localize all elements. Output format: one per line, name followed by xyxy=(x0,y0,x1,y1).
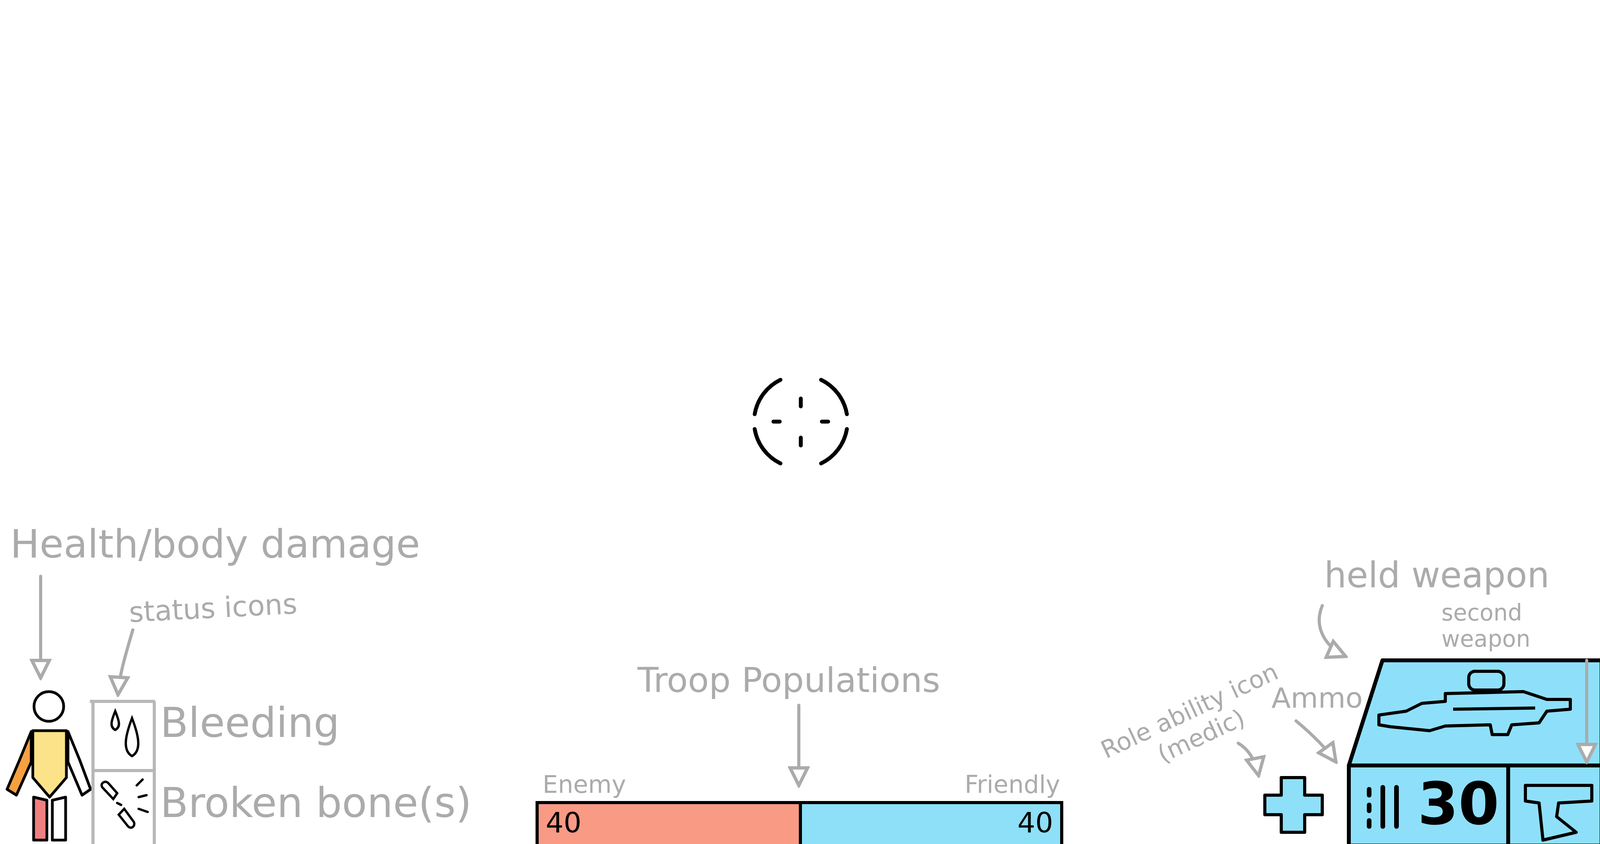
weapon-panel xyxy=(1348,660,1600,844)
population-count: 40 xyxy=(1017,807,1054,838)
status-icon-box xyxy=(89,701,156,844)
bleeding-icon xyxy=(111,710,139,756)
leader-arrows xyxy=(40,576,1587,786)
ammo-counter: 30 xyxy=(1350,767,1507,844)
medic-cross-icon xyxy=(1264,777,1323,833)
friendly-population-bar: Friendly40 xyxy=(798,800,1064,844)
body-damage-figure xyxy=(7,691,91,840)
ammo-count: 30 xyxy=(1417,774,1500,833)
annotation-label: held weapon xyxy=(1324,554,1550,596)
annotation-label: second weapon xyxy=(1441,599,1583,652)
annotation-label: status icons xyxy=(128,587,299,629)
enemy-population-bar: Enemy40 xyxy=(535,800,799,844)
rifle-icon xyxy=(1378,671,1571,735)
crosshair xyxy=(754,379,847,464)
annotation-label: Broken bone(s) xyxy=(160,779,472,827)
team-heading: Friendly xyxy=(964,771,1061,798)
annotation-label: Health/body damage xyxy=(10,521,421,567)
weapon-slot-divider xyxy=(1506,765,1511,844)
broken-bone-icon xyxy=(101,779,148,828)
annotation-label: Bleeding xyxy=(160,699,340,747)
ammo-tally-icon xyxy=(1369,787,1397,827)
annotation-label: Ammo xyxy=(1271,681,1363,715)
annotation-label: Role ability icon (medic) xyxy=(1091,655,1300,792)
weapon-panel-divider xyxy=(1348,763,1600,768)
population-count: 40 xyxy=(545,807,582,838)
pistol-icon xyxy=(1525,785,1592,840)
annotation-label: Troop Populations xyxy=(637,660,941,700)
team-heading: Enemy xyxy=(542,771,627,798)
